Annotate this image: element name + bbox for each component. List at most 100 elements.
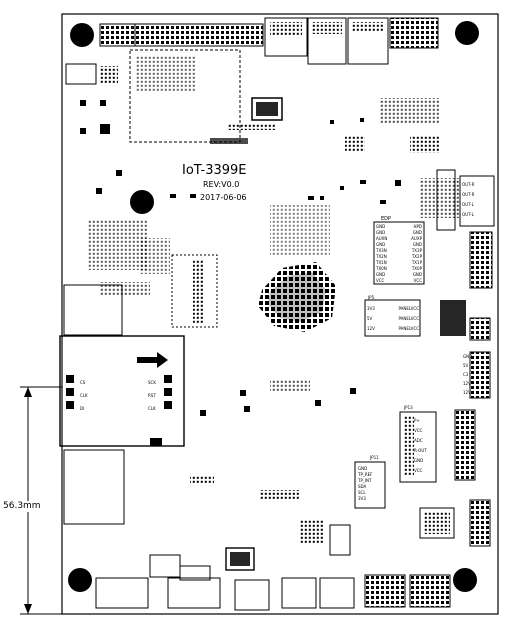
sd-card-slot: [59, 335, 185, 447]
mounting-hole-tl: [70, 23, 94, 47]
right-header-2: [469, 317, 491, 341]
top-header-b: [307, 17, 347, 65]
usb-connector-top: [63, 284, 123, 336]
mounting-hole-bl: [68, 568, 92, 592]
jp-vertical-right-2: [469, 499, 491, 547]
ic-lower: [419, 507, 455, 539]
edp-header: [373, 221, 425, 285]
edp-row: VCC VCC: [376, 278, 422, 284]
sd-left-row: CLK: [80, 393, 88, 398]
edp-pin-label: TX2N: [376, 254, 387, 259]
edp-title: EDP: [381, 216, 392, 222]
usb-connector-bottom: [63, 449, 125, 525]
jp11-title: JP11: [370, 455, 379, 460]
dimension-line: [20, 386, 62, 615]
jp5-pin-label: PANELVCC: [398, 306, 419, 311]
jp5-pin-label: 5V: [367, 316, 373, 321]
jp11-row: TP_INT: [358, 478, 372, 483]
jp11-row: SCL: [358, 490, 366, 495]
edp-pin-label: GND: [376, 230, 386, 235]
jp11-row: 3V3: [358, 496, 366, 501]
mounting-hole-br: [453, 568, 477, 592]
edp-pin-label: TX1N: [376, 260, 387, 265]
jp5-row: 5V PANELVCC: [367, 314, 419, 324]
board-name: IoT-3399E: [182, 163, 247, 178]
edp-pin-label: HPD: [413, 224, 423, 229]
top-header-c: [347, 17, 389, 65]
edp-row: GND GND: [376, 242, 422, 248]
edp-pin-label: GND: [412, 242, 422, 247]
right-row: GND: [463, 354, 473, 359]
edp-pin-label: AUXN: [376, 236, 388, 241]
jp5-pin-label: PANELVCC: [398, 326, 419, 331]
edp-pin-label: GND: [376, 242, 386, 247]
right-row: C3: [463, 372, 469, 377]
edp-pin-label: GND: [376, 224, 386, 229]
insert-arrow: [137, 352, 168, 368]
edp-pin-label: TX3P: [411, 248, 422, 253]
jp13-row: R-OUT: [414, 448, 427, 453]
edp-pin-label: TX0P: [411, 266, 422, 271]
ic-u1: [251, 97, 283, 121]
sd-right-row: RST: [148, 393, 156, 398]
jp5-pin-label: 12V: [367, 326, 375, 331]
dimension-label: 56.3mm: [3, 501, 41, 512]
mounting-hole-center: [130, 190, 154, 214]
sd-right-row: CLK: [148, 406, 156, 411]
right-row: 5V: [463, 363, 469, 368]
jp5-pin-label: PANELVCC: [398, 316, 419, 321]
right-header-1: [469, 231, 493, 289]
right-row: 12V: [463, 381, 471, 386]
top-header-a: [264, 17, 308, 57]
jp11-row: GND: [358, 466, 368, 471]
edp-pin-label: GND: [376, 272, 386, 277]
jp5-header: [364, 299, 421, 337]
right-pin-labels: GND 5V C3 12V 12V: [463, 352, 472, 397]
connector-left-top: [65, 63, 97, 85]
edp-row: GND HPD: [376, 224, 422, 230]
edp-pin-label: VCC: [413, 278, 422, 283]
board-date: 2017-06-06: [200, 193, 247, 202]
ic-bottom: [225, 547, 255, 571]
edp-pin-label: GND: [412, 230, 422, 235]
jp13-row: VCC: [414, 468, 423, 473]
edp-pin-label: TX2P: [411, 254, 422, 259]
sd-left-row: DI: [80, 406, 85, 411]
edp-pin-label: VCC: [376, 278, 385, 283]
jp5-title: JP5: [368, 295, 375, 300]
edp-row: TX2N TX2P: [376, 254, 422, 260]
sd-left-row: CS: [80, 380, 86, 385]
jp11-row: SDA: [358, 484, 367, 489]
audio-row: OUT-R: [462, 192, 475, 197]
jp13-row: VCC: [414, 428, 423, 433]
right-row: 12V: [463, 390, 471, 395]
jp13-row: GND: [414, 458, 424, 463]
jp13-title: JP13: [404, 405, 413, 410]
jp11-row: TP_REF: [358, 472, 373, 477]
edp-row: GND GND: [376, 230, 422, 236]
right-header-3: [469, 351, 491, 399]
jp5-row: 3V3 PANELVCC: [367, 304, 419, 314]
fpc-connector: [171, 254, 218, 328]
sd-left-pin-labels: CS CLK DI: [80, 376, 88, 415]
jp13-header: [399, 411, 437, 483]
edp-row: GND GND: [376, 272, 422, 278]
board-revision: REV:V0.0: [203, 180, 240, 189]
jp5-pin-label: 3V3: [367, 306, 375, 311]
top-header-left: [99, 23, 136, 47]
vertical-label-strip: [129, 49, 241, 143]
board-outline: [61, 13, 499, 615]
edp-pin-label: GND: [412, 272, 422, 277]
jp13-row: P+: [414, 418, 420, 423]
